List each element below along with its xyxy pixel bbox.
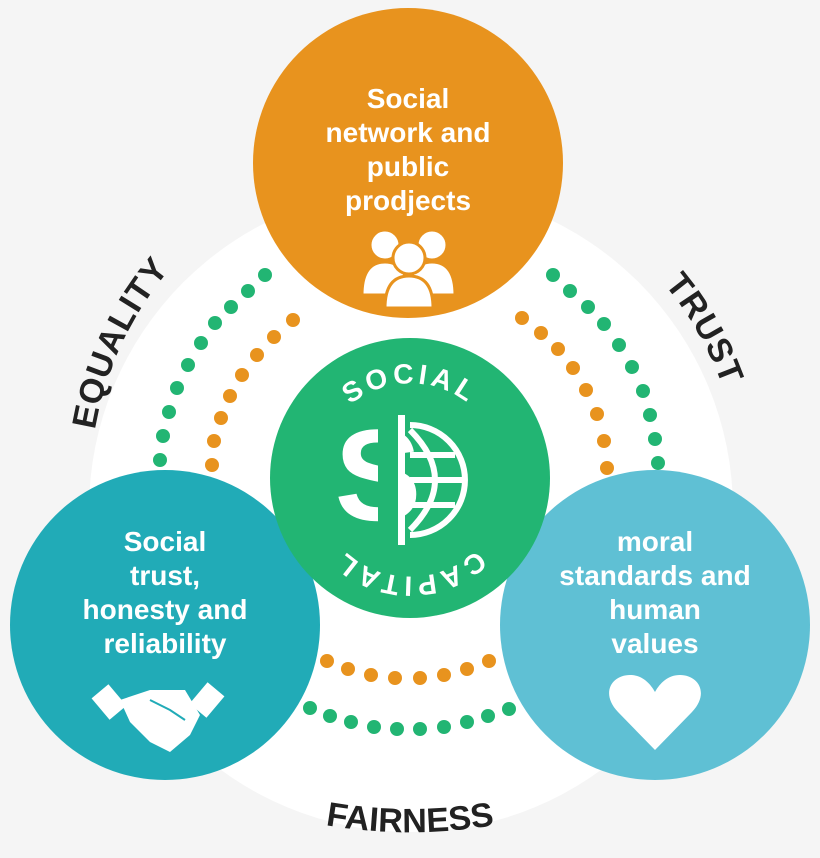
dotted-connector-left-green (153, 268, 272, 467)
node-circle-top (253, 8, 563, 318)
dotted-connector-right-green (546, 268, 665, 470)
label-line: public (366, 151, 450, 182)
node-moral-standards (500, 470, 810, 780)
label-line: reliability (103, 628, 227, 659)
label-line: human (609, 594, 701, 625)
node-circle-right (500, 470, 810, 780)
arc-label-fairness: FAIRNESS (324, 795, 496, 840)
node-label-left: Social trust, honesty and reliability (45, 525, 285, 661)
label-line: moral (616, 526, 694, 557)
node-social-network (253, 8, 563, 318)
node-social-trust (10, 470, 320, 780)
heart-icon (609, 675, 701, 750)
label-line: trust, (130, 560, 200, 591)
people-group-icon (360, 228, 457, 310)
node-label-right: moral standards and human values (535, 525, 775, 661)
label-line: honesty and (82, 594, 248, 625)
label-line: Social (366, 83, 450, 114)
node-circle-left (10, 470, 320, 780)
center-social-capital: SOCIAL CAPITAL S (270, 338, 550, 618)
label-line: network and (325, 117, 491, 148)
label-line: Social (123, 526, 207, 557)
dotted-connector-bottom-green (303, 701, 516, 736)
label-line: values (611, 628, 699, 659)
dollar-globe-icon: S (335, 402, 468, 548)
label-line: standards and (559, 560, 751, 591)
dotted-connector-left-orange (205, 313, 300, 472)
dotted-connector-bottom-orange (320, 654, 496, 685)
globe-icon (407, 422, 468, 538)
handshake-icon (91, 682, 225, 752)
label-line: prodjects (344, 185, 472, 216)
dotted-connector-right-orange (515, 311, 614, 475)
node-label-top: Social network and public prodjects (288, 82, 528, 218)
